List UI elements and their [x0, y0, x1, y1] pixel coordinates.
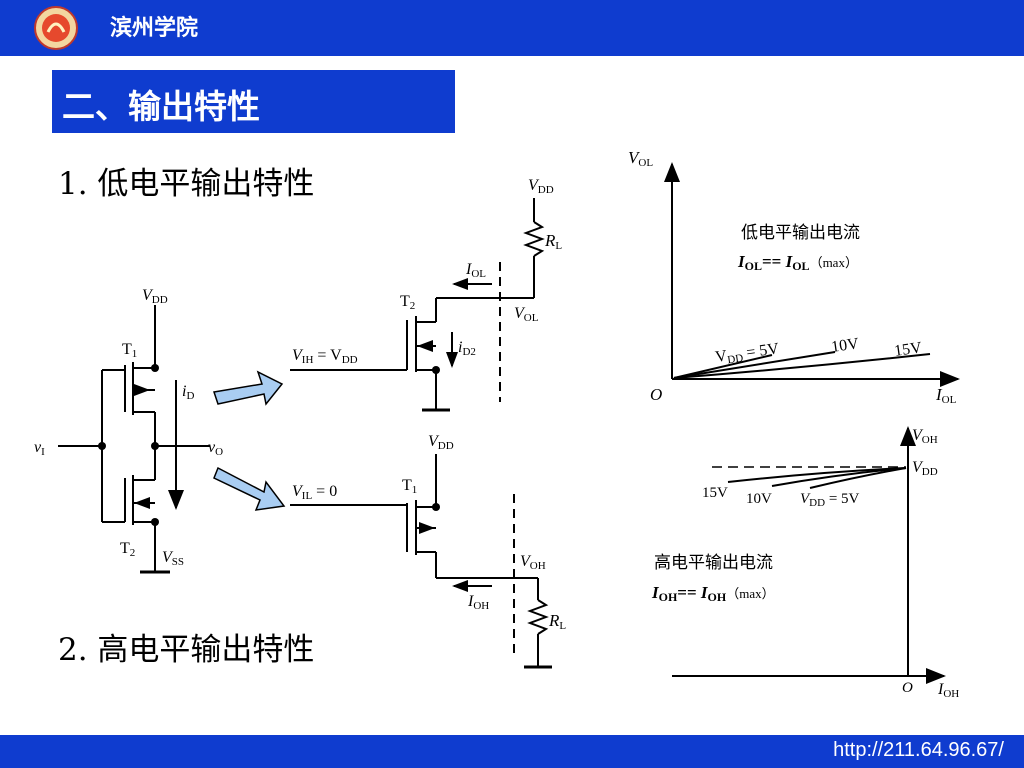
- block-arrow-to-low: [213, 370, 284, 406]
- cmos-vss-label: VSS: [162, 549, 184, 568]
- low-input-label: VIH = VDD: [292, 347, 358, 366]
- section-title: 二、输出特性: [62, 87, 260, 126]
- high-vdd-label: VDD: [428, 433, 454, 452]
- low-id2-label: iD2: [458, 339, 476, 358]
- subtitle-high-output: 2. 高电平输出特性: [58, 632, 315, 668]
- high-output-graph: [672, 426, 946, 684]
- bottom-banner: http://211.64.96.67/: [0, 735, 1024, 768]
- low-curve-label-10v: 10V: [830, 335, 860, 356]
- low-curve-label-5v: VDD = 5V: [714, 340, 780, 368]
- low-vol-label: VOL: [514, 305, 539, 324]
- low-output-current-note: 低电平输出电流: [741, 223, 860, 243]
- low-vdd-label: VDD: [528, 177, 554, 196]
- cmos-vo-label: vO: [208, 439, 223, 458]
- low-output-current-formula: IOL== IOL（max）: [737, 252, 858, 273]
- top-banner: 滨州学院: [0, 0, 1024, 56]
- high-rl-label: RL: [548, 611, 566, 632]
- low-graph-x-label: IOL: [935, 385, 957, 406]
- low-iol-label: IOL: [465, 261, 486, 280]
- cmos-id-label: iD: [182, 383, 194, 402]
- high-t1-label: T1: [402, 477, 417, 496]
- high-output-current-note: 高电平输出电流: [654, 553, 773, 573]
- high-ioh-label: IOH: [467, 593, 489, 612]
- high-curve-label-10v: 10V: [746, 491, 772, 507]
- cmos-t1-label: T1: [122, 341, 137, 360]
- high-input-label: VIL = 0: [292, 483, 337, 502]
- section-title-box: 二、输出特性: [52, 70, 455, 133]
- high-output-current-formula: IOH== IOH（max）: [651, 583, 775, 604]
- footer-url[interactable]: http://211.64.96.67/: [833, 739, 1004, 761]
- low-output-graph: [664, 162, 960, 387]
- high-graph-vdd-label: VDD: [912, 459, 938, 478]
- university-name: 滨州学院: [110, 16, 199, 41]
- cmos-vi-label: vI: [34, 439, 45, 458]
- low-curve-label-15v: 15V: [893, 339, 923, 360]
- low-rl-label: RL: [544, 231, 562, 252]
- cmos-inverter-circuit: [58, 305, 210, 574]
- high-voh-label: VOH: [520, 553, 546, 572]
- high-output-circuit: [290, 454, 552, 669]
- diagram-canvas: VDD T1 T2 VSS vI vO iD VDD RL IOL VOL T2…: [34, 148, 960, 700]
- high-curve-label-5v: VDD = 5V: [800, 491, 860, 509]
- high-graph-origin: O: [902, 680, 913, 696]
- high-graph-x-label: IOH: [937, 681, 959, 700]
- cmos-t2-label: T2: [120, 540, 135, 559]
- high-graph-y-label: VOH: [912, 427, 938, 446]
- cmos-vdd-label: VDD: [142, 287, 168, 306]
- university-emblem-icon: [34, 6, 78, 50]
- block-arrow-to-high: [213, 466, 286, 511]
- low-output-circuit: [290, 198, 545, 412]
- low-graph-y-label: VOL: [628, 148, 653, 169]
- high-curve-label-15v: 15V: [702, 485, 728, 501]
- subtitle-low-output: 1. 低电平输出特性: [58, 166, 315, 202]
- low-t2-label: T2: [400, 293, 415, 312]
- low-graph-origin: O: [650, 385, 662, 404]
